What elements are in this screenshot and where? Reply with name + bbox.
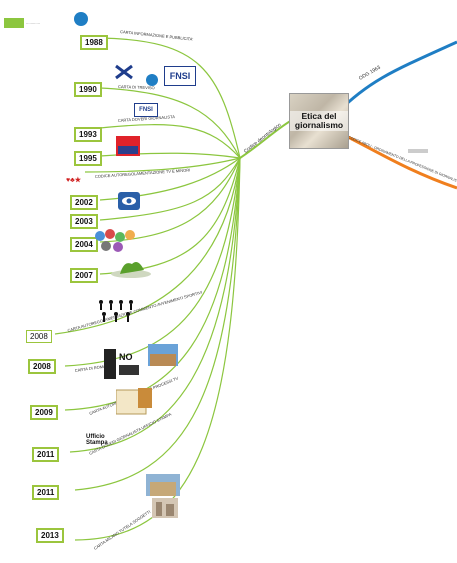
year-box-2011a[interactable]: 2011 <box>32 447 60 462</box>
logo-ufficio-stampa-icon: Ufficio Stampa <box>86 434 108 446</box>
year-box-2002[interactable]: 2002 <box>70 195 98 210</box>
logo-1995-icon <box>116 136 140 156</box>
year-box-2004[interactable]: 2004 <box>70 237 98 252</box>
year-box-2013[interactable]: 2013 <box>36 528 64 543</box>
logo-fnsi-icon: FNSI <box>164 66 196 86</box>
label-2013: CARTA MILANO TUTELA SOGGETTI <box>93 509 152 551</box>
branch-2004 <box>99 157 241 243</box>
svg-text:NO: NO <box>119 352 133 362</box>
branch-codice-aboli <box>337 130 457 190</box>
branch-2008b <box>64 157 241 367</box>
document-scales-icon <box>116 388 152 415</box>
branch-2009 <box>64 157 241 411</box>
label-tv-minori: CODICE AUTOREGOLAMENTAZIONE TV E MINORI <box>95 167 191 179</box>
label-2008b: CARTA DI ROMA <box>74 364 106 373</box>
year-box-2009[interactable]: 2009 <box>30 405 58 420</box>
building-photo-2011-icon <box>146 474 180 496</box>
year-box-1988[interactable]: 1988 <box>80 35 108 50</box>
year-box-1990[interactable]: 1990 <box>74 82 102 97</box>
logo-1988-icon <box>74 12 88 26</box>
year-box-1993[interactable]: 1993 <box>74 127 102 142</box>
logo-circle-1990-icon <box>146 74 158 86</box>
branch-odg <box>336 40 457 114</box>
branch-2008a <box>54 157 241 335</box>
branch-2011b <box>74 157 241 491</box>
branch-1990 <box>99 87 241 159</box>
year-box-2003[interactable]: 2003 <box>70 214 98 229</box>
colosseum-photo-icon <box>148 344 178 366</box>
branch-tv-minori <box>84 157 241 173</box>
logo-2004-cluster-icon <box>95 229 135 252</box>
small-thumbnail-right-icon <box>408 149 428 153</box>
label-1990: CARTA DI TREVISO <box>118 84 155 90</box>
logo-2003-eye-icon <box>118 192 140 210</box>
year-box-2007[interactable]: 2007 <box>70 268 98 283</box>
branch-2003 <box>99 157 241 221</box>
branch-2013 <box>74 157 241 541</box>
center-node[interactable]: Etica del giornalismo <box>289 93 349 149</box>
label-1993: CARTA DOVERI GIORNALISTA <box>118 114 176 123</box>
year-box-2008a[interactable]: 2008 <box>26 330 52 343</box>
logo-1990-icon <box>114 64 134 80</box>
year-box-1995[interactable]: 1995 <box>74 151 102 166</box>
building-photo-2013-icon <box>152 498 178 518</box>
logo-no-razzismo-icon: NO <box>104 349 139 379</box>
year-box-2011b[interactable]: 2011 <box>32 485 60 500</box>
logo-1993-icon: FNSI <box>134 103 158 117</box>
branch-1988 <box>99 37 241 159</box>
branch-1993 <box>99 124 241 159</box>
center-title: Etica del giornalismo <box>290 111 348 131</box>
branch-hub-center <box>239 119 293 159</box>
branch-label-codice-aboli: CODICE ABOLI - ORDINAMENTO DELLA PROFESS… <box>348 135 457 184</box>
sports-pictograms-icon <box>99 300 133 322</box>
logo-2002-icon: ♥♣★ <box>66 177 82 184</box>
logo-2007-plant-icon <box>111 262 151 278</box>
branch-2011a <box>69 157 241 453</box>
green-tag <box>4 18 24 28</box>
year-box-2008b[interactable]: 2008 <box>28 359 56 374</box>
tiny-text-top: ············ <box>26 22 40 26</box>
